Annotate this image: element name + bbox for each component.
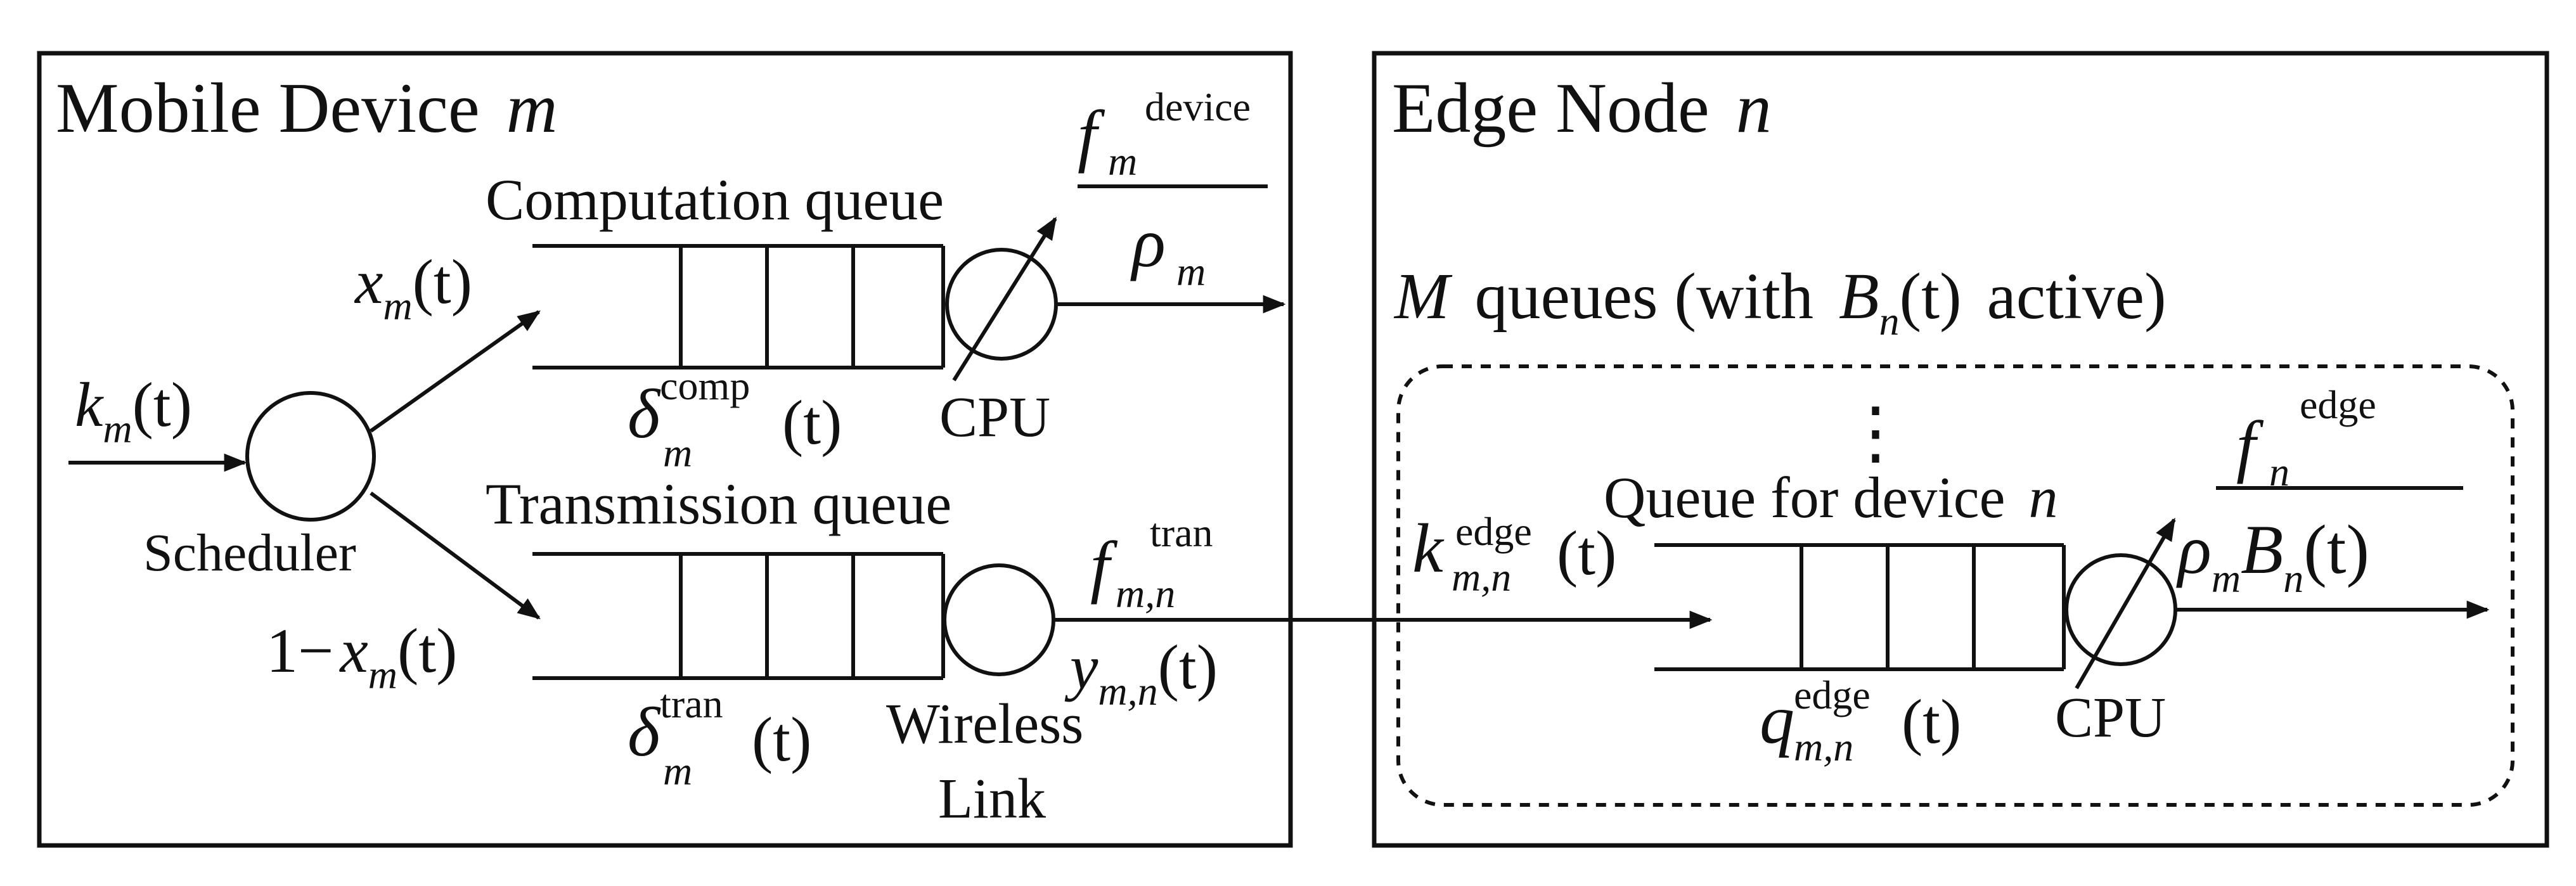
offload-fraction-label: xm(t): [354, 247, 472, 328]
to-computation-arrow: [370, 310, 541, 433]
transmit-fraction-label: 1−xm(t): [266, 615, 457, 697]
computation-queue: [532, 244, 945, 369]
transmission-delta-sub: m: [663, 748, 692, 793]
computation-delta-label: δcomp: [628, 363, 750, 453]
to-transmission-arrow: [370, 491, 541, 620]
edge-input-sub: m,n: [1452, 555, 1511, 600]
edge-cpu-variable-rate-arrow: [2075, 517, 2176, 690]
edge-backlog-sub: m,n: [1794, 724, 1853, 769]
device-rate-fraction: f device m ρ m: [1078, 84, 1268, 294]
cpu-variable-rate-arrow: [952, 216, 1057, 382]
device-rate-numerator-sub: m: [1108, 139, 1137, 184]
edge-cpu-server: [2064, 553, 2177, 666]
scheduler-node: [245, 391, 376, 522]
computation-delta-arg: (t): [782, 387, 842, 458]
edge-node-box: [1372, 51, 2549, 848]
edge-input-arg: (t): [1557, 518, 1616, 588]
mobile-device-title: Mobile Device m: [56, 69, 558, 148]
tran-rate-sup: tran: [1150, 510, 1213, 555]
scheduler-label: Scheduler: [143, 523, 356, 582]
link-output-label: ym,n(t): [1064, 632, 1218, 714]
more-queues-dots: ⋮: [1841, 394, 1910, 472]
edge-input-sup: edge: [1455, 509, 1532, 554]
edge-queue-title: Queue for device n: [1604, 465, 2058, 530]
device-rate-numerator-var: f: [1078, 96, 1105, 174]
edge-input-var: k: [1412, 510, 1445, 587]
mobile-device-box: [37, 51, 1293, 848]
transmission-delta-arg: (t): [752, 704, 811, 774]
tran-rate-sub: m,n: [1116, 571, 1175, 616]
transmission-queue-title: Transmission queue: [486, 472, 951, 536]
wireless-link-server: [943, 563, 1055, 676]
edge-rate-denominator: ρmBn(t): [2176, 511, 2369, 601]
computation-cpu-label: CPU: [939, 386, 1050, 449]
transmission-queue: [532, 552, 945, 680]
edge-backlog-sup: edge: [1794, 672, 1871, 717]
edge-queues-group: [1396, 364, 2515, 807]
link-label: Link: [938, 767, 1046, 830]
arrival-rate-label: km(t): [75, 369, 192, 451]
edge-backlog-arg: (t): [1902, 686, 1961, 757]
device-rate-denominator-var: ρ: [1130, 204, 1166, 281]
edge-backlog-var: q: [1760, 681, 1794, 758]
tran-rate-var: f: [1090, 527, 1118, 605]
device-rate-numerator-sup: device: [1145, 84, 1251, 129]
edge-rate-numerator-var: f: [2236, 407, 2264, 484]
computation-cpu-server: [945, 248, 1058, 361]
computation-delta-sub: m: [663, 430, 692, 475]
edge-cpu-label: CPU: [2055, 686, 2166, 749]
edge-queue: [1654, 543, 2066, 671]
wireless-label: Wireless: [886, 693, 1083, 755]
edge-rate-fraction: f edge n ρmBn(t): [2176, 382, 2463, 601]
transmission-delta-label: δtran: [628, 681, 723, 771]
edge-queues-label: M queues (with Bn(t) active): [1393, 260, 2167, 343]
device-rate-denominator-sub: m: [1176, 249, 1206, 294]
computation-queue-title: Computation queue: [486, 167, 944, 232]
edge-rate-numerator-sup: edge: [2300, 382, 2376, 427]
edge-node-title: Edge Node n: [1392, 69, 1772, 148]
